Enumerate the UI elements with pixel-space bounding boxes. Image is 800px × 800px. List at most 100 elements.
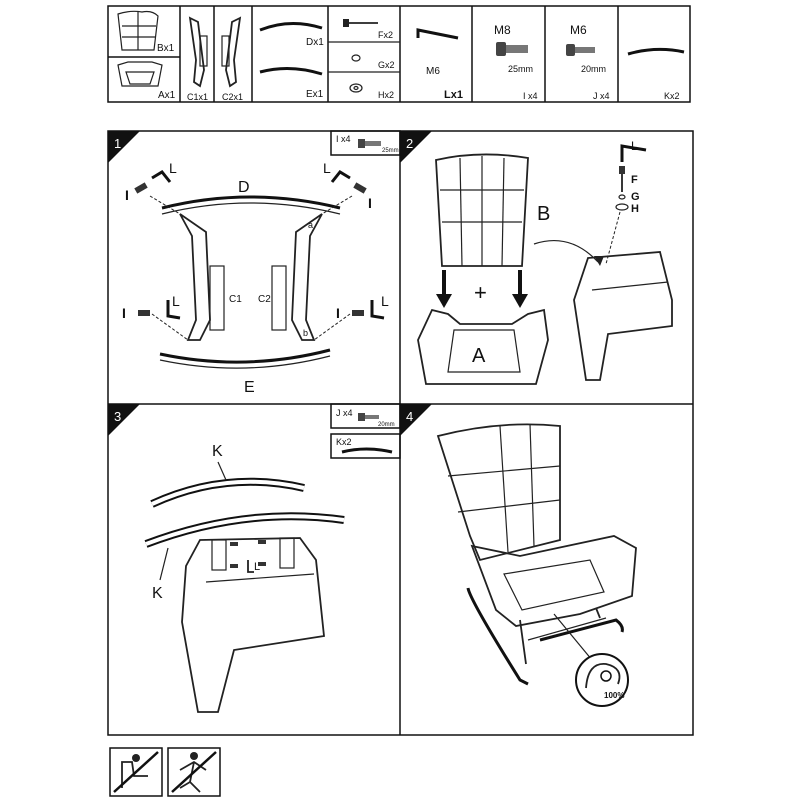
part-g-icon xyxy=(351,54,361,62)
label-l: L xyxy=(254,561,260,573)
label-a: A xyxy=(472,345,486,367)
bolt-icon xyxy=(258,540,266,544)
part-l-size: M6 xyxy=(426,66,440,77)
part-d-label: Dx1 xyxy=(306,37,324,48)
step-1-hardware-box xyxy=(330,130,401,156)
label-i-top-left: I xyxy=(125,187,129,203)
part-b-label: Bx1 xyxy=(157,43,175,54)
part-c2-icon xyxy=(221,16,242,88)
part-g-label: Gx2 xyxy=(378,60,395,70)
part-e-icon xyxy=(259,67,323,76)
step-1-hardware-label: I x4 xyxy=(336,134,351,144)
detail-magnifier-icon xyxy=(575,653,629,707)
allen-key-icon xyxy=(330,170,351,183)
part-j-length: 20mm xyxy=(581,64,606,74)
step-2-number: 2 xyxy=(406,136,413,151)
assembled-rocking-chair xyxy=(436,423,637,686)
step-1-number: 1 xyxy=(114,136,121,151)
side-frame-detail xyxy=(573,251,673,381)
part-h-label: Hx2 xyxy=(378,90,394,100)
part-a-label: Ax1 xyxy=(158,90,176,101)
part-i-label: I x4 xyxy=(523,91,538,101)
washer-icon xyxy=(615,203,629,211)
allen-key-icon xyxy=(247,560,254,573)
parts-table: Bx1 Ax1 C1x1 C2x1 Dx1 Ex1 Fx2 xyxy=(107,5,691,103)
label-percent: 100% xyxy=(604,691,624,700)
bolt-icon xyxy=(358,413,379,421)
seat-a xyxy=(417,308,549,385)
label-i-bottom-right: I xyxy=(336,305,340,321)
rocker-right xyxy=(539,618,624,642)
allen-key-icon xyxy=(151,170,172,183)
part-e-label: Ex1 xyxy=(306,89,324,100)
bolt-icon xyxy=(352,310,364,316)
step-1-panel: I x4 25mm D C1 C2 a b E I L I L xyxy=(122,130,401,396)
part-c1-label: C1x1 xyxy=(187,92,208,102)
bolt-icon xyxy=(230,542,238,546)
label-b: B xyxy=(537,203,550,225)
step-3-hardware-label: J x4 xyxy=(336,408,353,418)
part-c1-icon xyxy=(188,16,208,88)
label-e: E xyxy=(244,379,255,396)
step-2-panel: B + A L F G H xyxy=(417,139,673,385)
frame-c1 xyxy=(179,213,211,341)
chair-back-b xyxy=(435,153,529,267)
part-h-icon xyxy=(349,83,363,93)
step-3-number: 3 xyxy=(114,409,121,424)
step-3-hardware-k-box xyxy=(330,433,401,459)
part-j-label: J x4 xyxy=(593,91,610,101)
label-h: H xyxy=(631,203,639,215)
part-f-icon xyxy=(343,19,378,27)
arrow-down-icon xyxy=(436,270,452,308)
label-l-bottom-right: L xyxy=(381,293,389,309)
part-d-icon xyxy=(259,21,323,32)
allen-key-icon xyxy=(620,144,647,162)
step-3-badge xyxy=(108,404,140,436)
label-l: L xyxy=(631,139,638,153)
side-frame xyxy=(181,537,325,713)
bolt-icon xyxy=(258,562,266,566)
step-4-badge xyxy=(400,404,432,436)
step-3-panel: J x4 20mm Kx2 K K L xyxy=(144,403,401,713)
rocker-left xyxy=(466,587,529,686)
part-f-label: Fx2 xyxy=(378,30,393,40)
step-3-hardware-k: Kx2 xyxy=(336,437,352,447)
part-i-size: M8 xyxy=(494,23,511,37)
label-c1: C1 xyxy=(229,294,242,305)
label-f: F xyxy=(631,174,638,186)
strip-icon xyxy=(341,447,393,454)
bolt-icon xyxy=(134,182,148,194)
part-l-icon xyxy=(416,28,459,40)
part-i-length: 25mm xyxy=(508,64,533,74)
label-i-bottom-left: I xyxy=(122,305,126,321)
step-3-hardware-length: 20mm xyxy=(378,422,395,428)
label-k-lower: K xyxy=(152,585,163,602)
bolt-icon xyxy=(619,166,625,174)
part-k-icon xyxy=(627,47,685,56)
part-l-label: Lx1 xyxy=(444,89,463,101)
label-g: G xyxy=(631,191,640,203)
allen-key-icon xyxy=(370,300,385,320)
label-i-top-right: I xyxy=(368,195,372,211)
warning-icons xyxy=(109,747,221,797)
frame-c2-plate xyxy=(271,265,287,331)
wrong-jump-icon xyxy=(167,747,221,797)
part-j-size: M6 xyxy=(570,23,587,37)
label-k-upper: K xyxy=(212,443,223,460)
frame-c1-plate xyxy=(209,265,225,331)
washer-icon xyxy=(618,194,626,200)
rail-e xyxy=(159,348,331,364)
label-l-top-right: L xyxy=(323,160,331,176)
step-4-number: 4 xyxy=(406,409,413,424)
label-plus: + xyxy=(474,280,487,305)
label-a: a xyxy=(308,220,313,230)
frame-c2 xyxy=(291,213,323,341)
step-1-badge xyxy=(108,131,140,163)
part-b-icon xyxy=(117,10,159,51)
part-c2-label: C2x1 xyxy=(222,92,243,102)
step-3-hardware-box xyxy=(330,403,401,429)
rail-d xyxy=(161,195,341,210)
label-c2: C2 xyxy=(258,294,271,305)
step-2-badge xyxy=(400,131,432,163)
bolt-icon xyxy=(358,139,381,148)
